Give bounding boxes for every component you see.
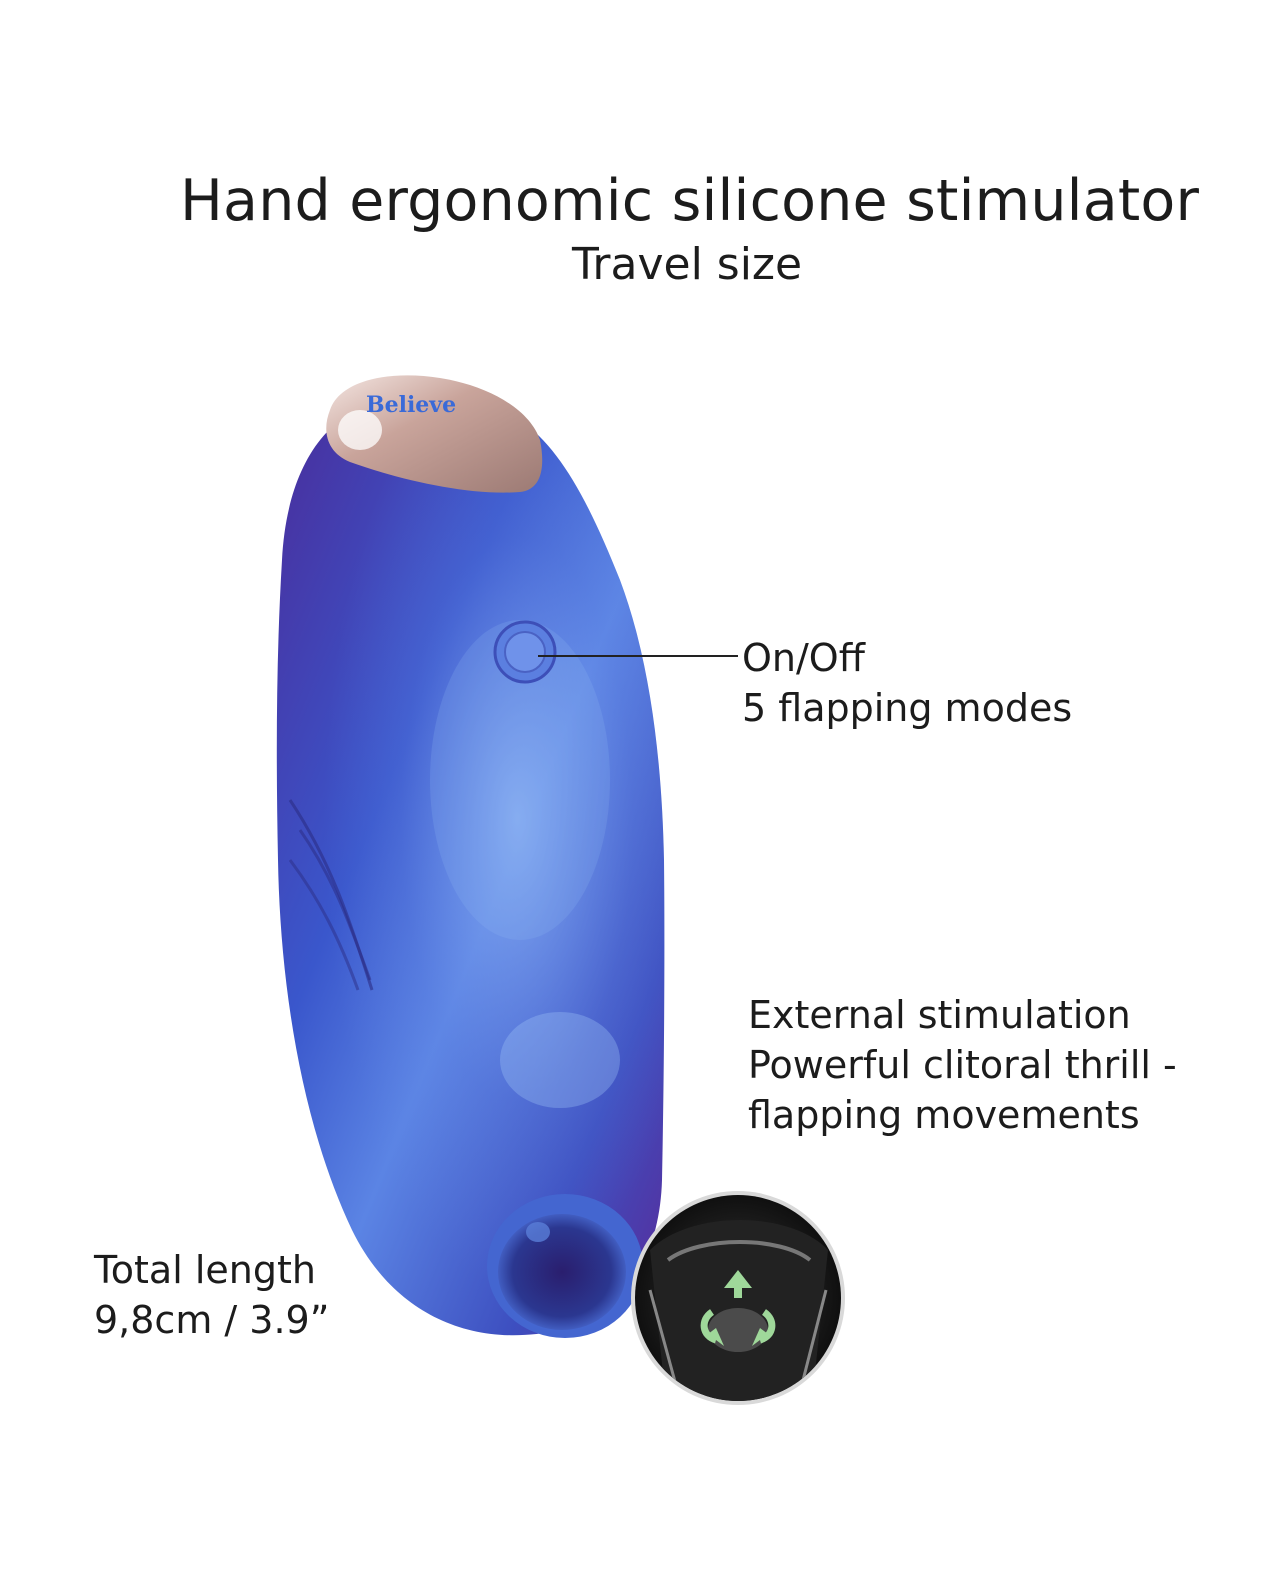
callout-length-line1: Total length xyxy=(94,1248,316,1292)
callout-power-line2: 5 flapping modes xyxy=(742,686,1073,730)
page-subtitle: Travel size xyxy=(572,239,803,290)
power-button[interactable] xyxy=(493,620,557,684)
callout-external: External stimulation Powerful clitoral t… xyxy=(748,990,1177,1140)
page-title: Hand ergonomic silicone stimulator xyxy=(180,168,1200,234)
callout-external-line3: flapping movements xyxy=(748,1093,1140,1137)
callout-external-line1: External stimulation xyxy=(748,993,1131,1037)
rotate-arrows-icon xyxy=(700,1270,776,1346)
callout-external-line2: Powerful clitoral thrill - xyxy=(748,1043,1177,1087)
flapping-detail-inset xyxy=(631,1191,845,1405)
callout-length: Total length 9,8cm / 3.9” xyxy=(94,1245,329,1345)
callout-length-line2: 9,8cm / 3.9” xyxy=(94,1298,330,1342)
callout-power: On/Off 5 flapping modes xyxy=(742,633,1072,733)
callout-power-line1: On/Off xyxy=(742,636,865,680)
brand-logo: Believe xyxy=(366,392,456,418)
suction-opening xyxy=(487,1194,643,1338)
top-cap xyxy=(326,375,543,493)
